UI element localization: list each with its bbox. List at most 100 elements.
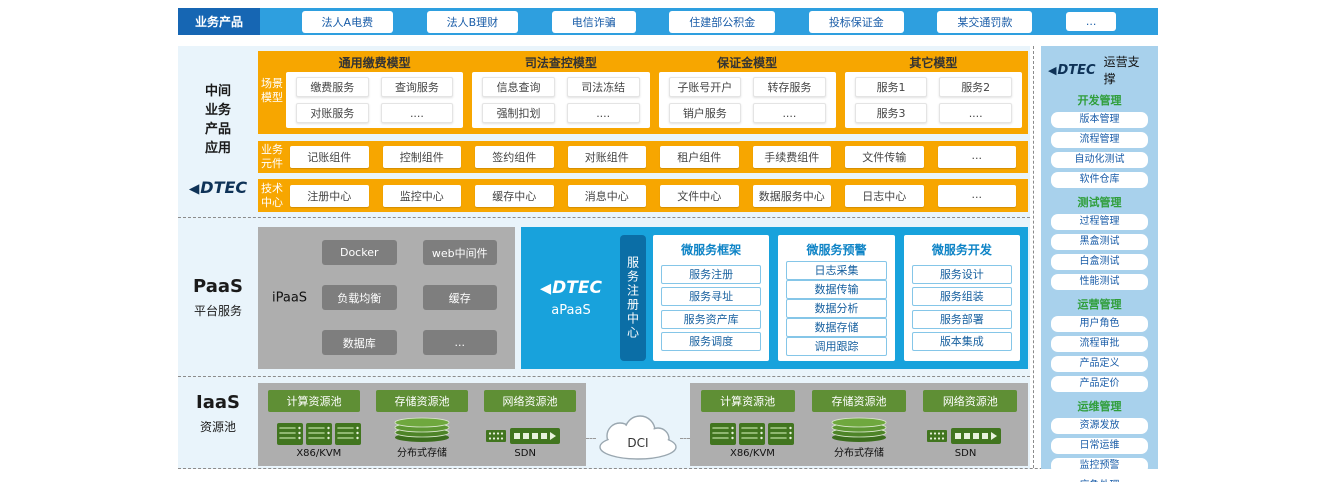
ipaas-label: iPaaS — [272, 290, 308, 306]
ipaas-service-button[interactable]: Docker — [322, 240, 397, 265]
tech-center-button[interactable]: 日志中心 — [845, 184, 924, 207]
ipaas-service-button[interactable]: ... — [422, 330, 497, 355]
scene-service-button[interactable]: 对账服务 — [296, 103, 369, 123]
sidebar-item[interactable]: 用户角色 — [1051, 316, 1148, 332]
scene-service-button[interactable]: .... — [939, 103, 1012, 123]
product-pill[interactable]: 法人B理财 — [426, 10, 519, 33]
sidebar-item[interactable]: 流程审批 — [1051, 336, 1148, 352]
panel-title: 微服务框架 — [681, 243, 742, 257]
sidebar-item[interactable]: 软件仓库 — [1051, 172, 1148, 188]
component-button[interactable]: 文件传输 — [845, 146, 924, 168]
scene-service-button[interactable]: 服务3 — [854, 103, 928, 123]
microservice-button[interactable]: 调用跟踪 — [786, 337, 887, 356]
ipaas-service-button[interactable]: 缓存 — [422, 285, 497, 310]
scene-service-button[interactable]: .... — [380, 103, 454, 123]
model-group-general-payment: 通用缴费模型 缴费服务 查询服务 对账服务 .... — [286, 54, 464, 128]
microservice-button[interactable]: 服务注册 — [661, 264, 762, 284]
product-pill[interactable]: 住建部公积金 — [669, 10, 776, 33]
service-registry-tab[interactable]: 服务注册中心 — [620, 235, 646, 361]
microservice-button[interactable]: 服务资产库 — [661, 309, 762, 329]
apaas-box: ◀DTEC aPaaS 服务注册中心 微服务框架 服务注册 服务寻址 服务资产库… — [521, 227, 1028, 369]
dci-connector — [586, 438, 596, 439]
ipaas-service-button[interactable]: 数据库 — [322, 330, 397, 355]
section-divider — [178, 468, 1158, 469]
scene-service-button[interactable]: .... — [753, 103, 826, 123]
sidebar-group-title: 测试管理 — [1077, 196, 1122, 209]
scene-service-button[interactable]: 子账号开户 — [668, 77, 742, 97]
resource-pool-button[interactable]: 计算资源池 — [700, 390, 795, 412]
business-products-label: 业务产品 — [178, 8, 260, 35]
ipaas-service-button[interactable]: web中间件 — [422, 240, 497, 265]
section-divider — [1033, 46, 1034, 468]
panel-title: 微服务预警 — [806, 243, 867, 257]
resource-pool-button[interactable]: 网络资源池 — [484, 390, 576, 412]
disk-storage-icon — [831, 417, 887, 442]
scene-service-button[interactable]: 司法冻结 — [566, 77, 640, 97]
microservice-button[interactable]: 数据存储 — [786, 318, 887, 337]
sidebar-item[interactable]: 日常运维 — [1051, 438, 1148, 454]
product-pill[interactable]: ... — [1065, 12, 1117, 31]
sidebar-group-title: 运维管理 — [1077, 400, 1122, 413]
tech-center-button[interactable]: 消息中心 — [567, 184, 646, 207]
tech-center-button[interactable]: 文件中心 — [660, 184, 739, 207]
microservice-button[interactable]: 服务调度 — [661, 332, 762, 352]
tech-center-button[interactable]: ... — [937, 184, 1016, 207]
scene-service-button[interactable]: 服务1 — [854, 77, 928, 97]
resource-pool-button[interactable]: 存储资源池 — [376, 390, 468, 412]
tech-center-button[interactable]: 数据服务中心 — [752, 184, 831, 207]
sidebar-item[interactable]: 过程管理 — [1051, 214, 1148, 230]
resource-pool-button[interactable]: 存储资源池 — [811, 390, 906, 412]
component-button[interactable]: 对账组件 — [567, 146, 646, 168]
sidebar-item[interactable]: 产品定价 — [1051, 376, 1148, 392]
sidebar-item[interactable]: 版本管理 — [1051, 112, 1148, 128]
scene-service-button[interactable]: 强制扣划 — [482, 103, 555, 123]
business-component-row: 业务元件 记账组件 控制组件 签约组件 对账组件 租户组件 手续费组件 文件传输… — [258, 141, 1028, 173]
product-pill[interactable]: 投标保证金 — [808, 10, 904, 33]
microservice-button[interactable]: 日志采集 — [786, 261, 887, 280]
sidebar-item[interactable]: 白盒测试 — [1051, 254, 1148, 270]
microservice-framework-panel: 微服务框架 服务注册 服务寻址 服务资产库 服务调度 — [653, 235, 770, 361]
dtec-logo: ◀DTEC — [188, 178, 248, 197]
microservice-button[interactable]: 版本集成 — [911, 332, 1012, 352]
scene-service-button[interactable]: 销户服务 — [668, 103, 742, 123]
component-button[interactable]: 记账组件 — [290, 146, 369, 168]
tech-center-button[interactable]: 注册中心 — [290, 184, 369, 207]
product-pill[interactable]: 电信诈骗 — [551, 10, 636, 33]
product-pill[interactable]: 法人A电费 — [301, 10, 394, 33]
microservice-button[interactable]: 数据分析 — [786, 299, 887, 318]
resource-pool-button[interactable]: 计算资源池 — [268, 390, 360, 412]
sidebar-item[interactable]: 性能测试 — [1051, 274, 1148, 290]
microservice-button[interactable]: 数据传输 — [786, 280, 887, 299]
product-pill[interactable]: 某交通罚款 — [937, 10, 1033, 33]
microservice-button[interactable]: 服务寻址 — [661, 287, 762, 307]
scene-service-button[interactable]: 缴费服务 — [296, 77, 369, 97]
tech-center-button[interactable]: 监控中心 — [382, 184, 461, 207]
scene-service-button[interactable]: 信息查询 — [482, 77, 555, 97]
resource-pool-button[interactable]: 网络资源池 — [923, 390, 1018, 412]
component-button[interactable]: 控制组件 — [382, 146, 461, 168]
component-button[interactable]: ... — [937, 146, 1016, 168]
section-divider — [178, 376, 1030, 377]
scene-service-button[interactable]: 查询服务 — [380, 77, 454, 97]
microservice-button[interactable]: 服务组装 — [911, 287, 1012, 307]
network-switch-icon — [926, 428, 1001, 444]
component-button[interactable]: 签约组件 — [475, 146, 554, 168]
scene-service-button[interactable]: .... — [566, 103, 640, 123]
ipaas-service-button[interactable]: 负载均衡 — [322, 285, 397, 310]
microservice-button[interactable]: 服务部署 — [911, 309, 1012, 329]
sidebar-item[interactable]: 流程管理 — [1051, 132, 1148, 148]
sidebar-item[interactable]: 自动化测试 — [1051, 152, 1148, 168]
sidebar-item[interactable]: 资源发放 — [1051, 418, 1148, 434]
server-rack-icon — [276, 423, 361, 445]
component-button[interactable]: 租户组件 — [660, 146, 739, 168]
sidebar-item[interactable]: 应急处理 — [1051, 478, 1148, 482]
microservice-button[interactable]: 服务设计 — [911, 264, 1012, 284]
sidebar-item[interactable]: 产品定义 — [1051, 356, 1148, 372]
scene-service-button[interactable]: 服务2 — [939, 77, 1012, 97]
infra-label: 分布式存储 — [834, 448, 884, 459]
sidebar-item[interactable]: 监控预警 — [1051, 458, 1148, 474]
sidebar-item[interactable]: 黑盒测试 — [1051, 234, 1148, 250]
scene-service-button[interactable]: 转存服务 — [753, 77, 826, 97]
component-button[interactable]: 手续费组件 — [752, 146, 831, 168]
tech-center-button[interactable]: 缓存中心 — [475, 184, 554, 207]
